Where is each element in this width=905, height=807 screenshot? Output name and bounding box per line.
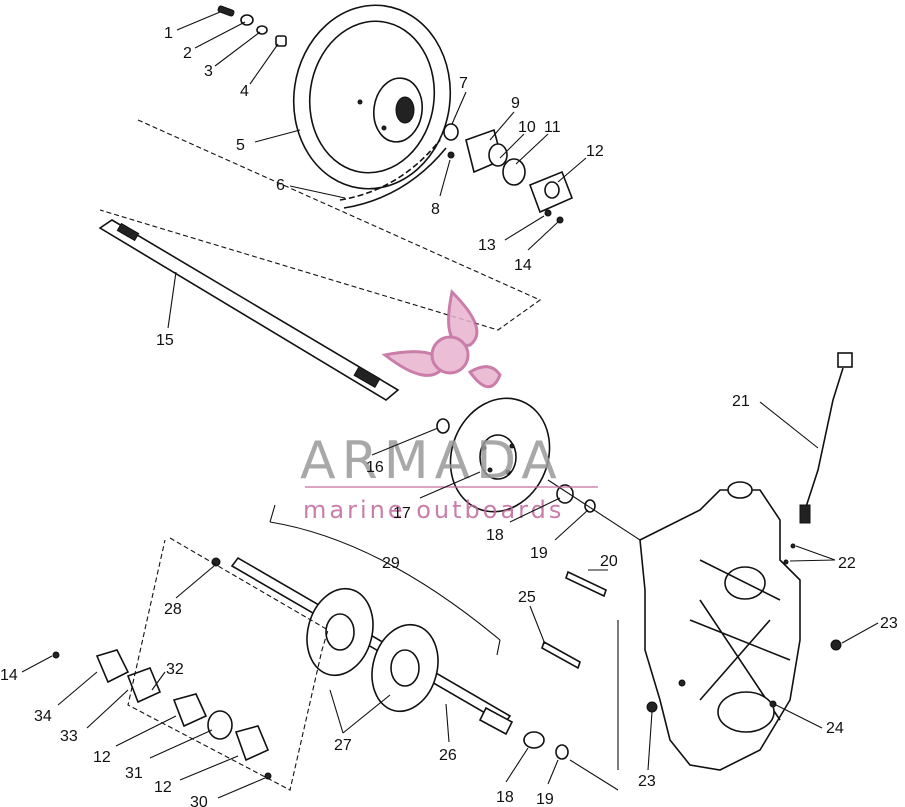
callout-19: 19 (530, 545, 548, 562)
callout-23-bottom: 23 (638, 773, 656, 790)
chaincase-housing (639, 481, 801, 771)
watermark-title: ARMADA (300, 431, 563, 491)
callout-12-top: 12 (586, 143, 604, 160)
callout-25: 25 (518, 589, 536, 606)
callout-27: 27 (334, 737, 352, 754)
callout-17: 17 (393, 505, 411, 522)
large-sprocket-wheel (292, 4, 452, 190)
bearing-flanges-lower (52, 557, 569, 780)
drive-chain (339, 139, 447, 209)
callout-5: 5 (236, 137, 245, 154)
leader-lines (21, 11, 879, 799)
callout-10: 10 (518, 119, 536, 136)
housing-bolts (541, 543, 842, 713)
callout-15: 15 (156, 332, 174, 349)
callout-1: 1 (164, 25, 173, 42)
callout-18-bottom: 18 (496, 789, 514, 806)
callout-31: 31 (125, 765, 143, 782)
callout-2: 2 (183, 45, 192, 62)
callout-20: 20 (600, 553, 618, 570)
callout-12-lower-a: 12 (93, 749, 111, 766)
callout-16: 16 (366, 459, 384, 476)
callout-8: 8 (431, 201, 440, 218)
callout-7: 7 (459, 75, 468, 92)
callout-33: 33 (60, 728, 78, 745)
drive-sprockets (306, 587, 439, 713)
callout-29: 29 (382, 555, 400, 572)
callout-22: 22 (838, 555, 856, 572)
callout-13: 13 (478, 237, 496, 254)
watermark-subtitle: marine outboards (303, 496, 564, 524)
callout-14-top: 14 (514, 257, 532, 274)
callout-6: 6 (276, 177, 285, 194)
callout-19-bottom: 19 (536, 791, 554, 807)
armada-logo (381, 288, 502, 389)
callout-28: 28 (164, 601, 182, 618)
callout-labels: 1 2 3 4 5 6 7 8 9 10 11 12 13 14 15 16 1… (0, 25, 898, 807)
callout-26: 26 (439, 747, 457, 764)
drive-shaft (98, 219, 400, 401)
callout-23-right: 23 (880, 615, 898, 632)
callout-12-lower-b: 12 (154, 779, 172, 796)
callout-11: 11 (544, 119, 561, 136)
callout-4: 4 (240, 83, 249, 100)
callout-32: 32 (166, 661, 184, 678)
callout-30: 30 (190, 794, 208, 807)
callout-3: 3 (204, 63, 213, 80)
callout-18: 18 (486, 527, 504, 544)
brake-cable (799, 352, 853, 524)
callout-9: 9 (511, 95, 520, 112)
callout-14-bottom: 14 (0, 667, 18, 684)
callout-34: 34 (34, 708, 52, 725)
callout-21: 21 (732, 393, 750, 410)
callout-24: 24 (826, 720, 844, 737)
brake-disc (436, 397, 596, 513)
track-drive-shaft (230, 556, 514, 736)
